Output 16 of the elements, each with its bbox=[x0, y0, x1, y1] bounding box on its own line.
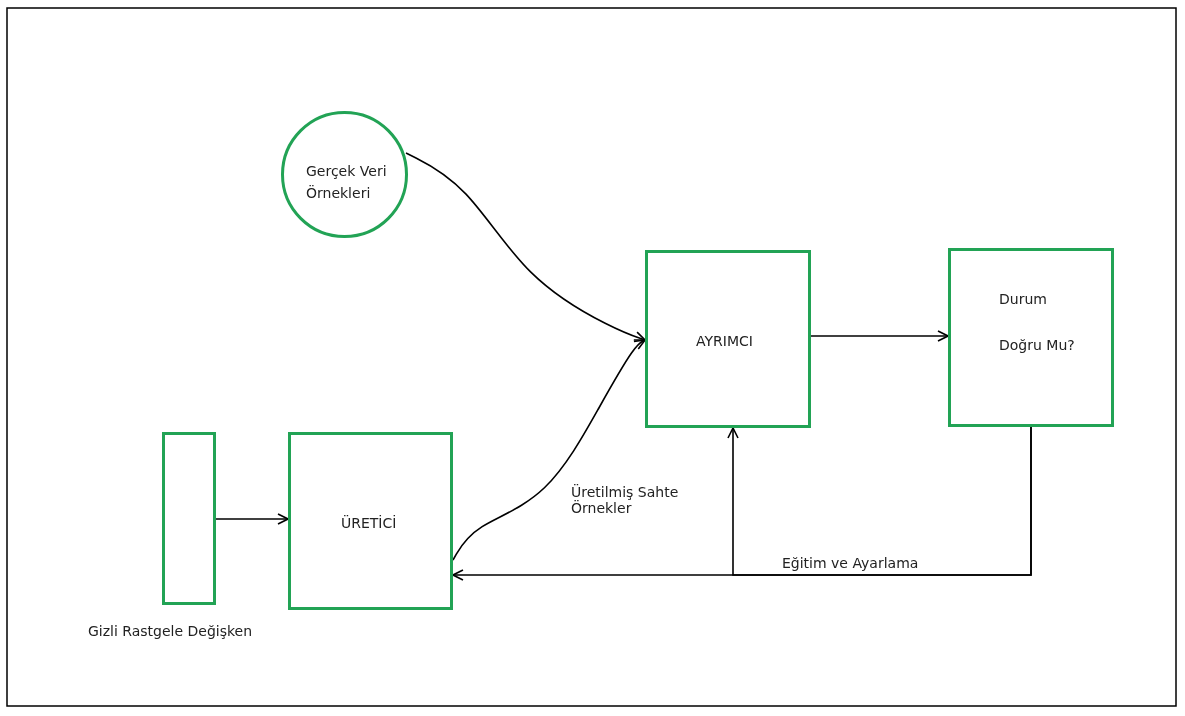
arrow bbox=[727, 426, 1032, 576]
edge-label: Eğitim ve Ayarlama bbox=[782, 555, 919, 571]
process-box bbox=[948, 248, 1114, 427]
arrow bbox=[452, 339, 646, 561]
arrow bbox=[215, 513, 289, 525]
process-box bbox=[288, 432, 453, 610]
node-text: ÜRETİCİ bbox=[341, 515, 397, 531]
process-box bbox=[645, 250, 811, 428]
input-bar bbox=[162, 432, 216, 605]
node-text: Doğru Mu? bbox=[999, 337, 1075, 353]
node-label: Gizli Rastgele Değişken bbox=[88, 623, 253, 639]
node-text: AYRIMCI bbox=[696, 333, 753, 349]
node-text: Durum bbox=[999, 291, 1047, 307]
arrow bbox=[405, 152, 646, 343]
arrow bbox=[810, 330, 949, 342]
node-text: Gerçek Veri Örnekleri bbox=[306, 162, 388, 204]
